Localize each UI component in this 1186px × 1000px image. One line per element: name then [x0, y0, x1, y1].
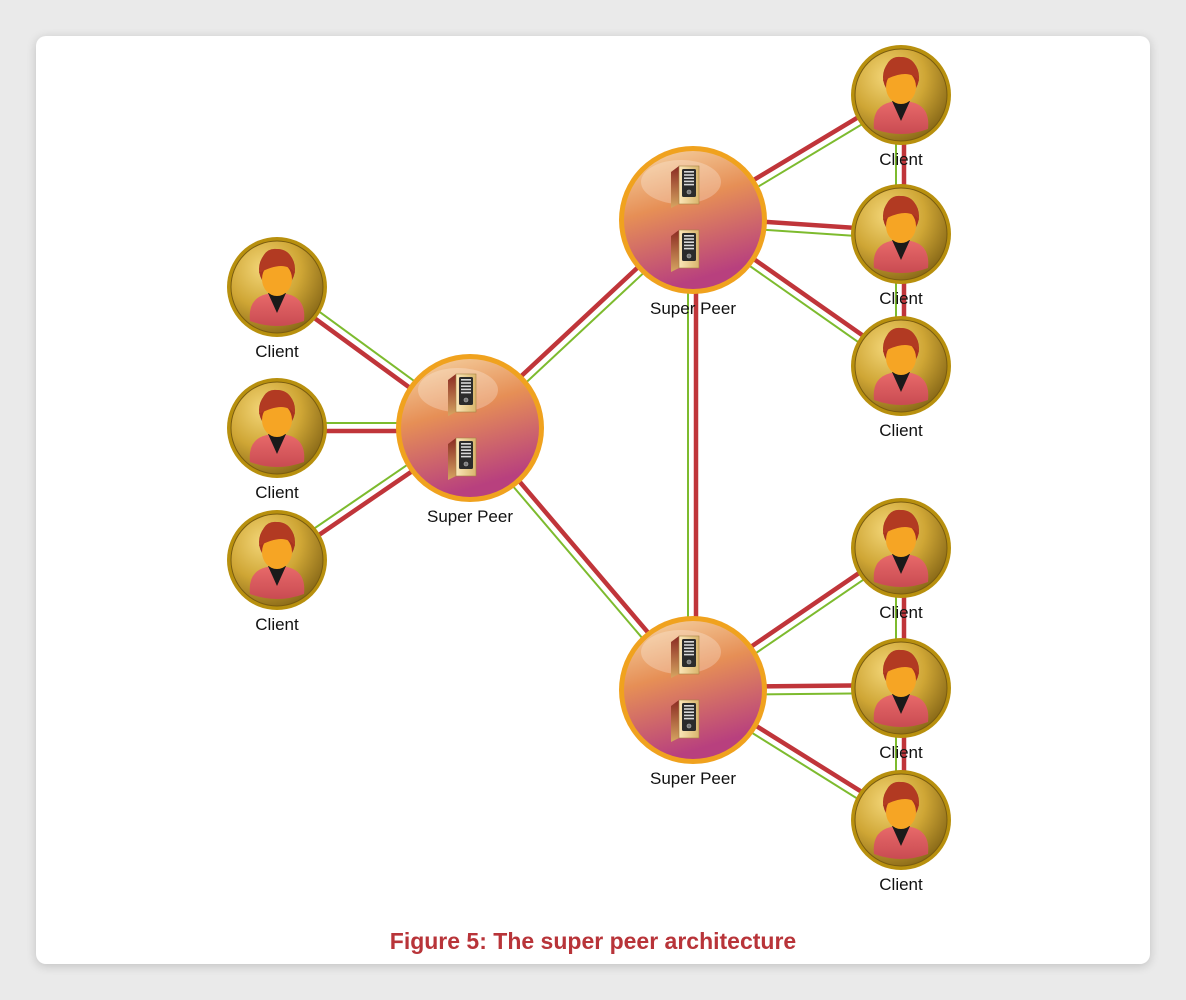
super-peer-node: Super Peer: [619, 616, 767, 788]
figure-card: [36, 36, 1150, 964]
client-node: Client: [851, 184, 951, 308]
client-label: Client: [879, 421, 923, 440]
client-label: Client: [879, 875, 923, 894]
nodes-layer: ClientClientClientClientClientClientClie…: [227, 45, 951, 894]
client-node: Client: [227, 378, 327, 502]
link-sp-top-sp-bottom: [687, 217, 699, 693]
client-label: Client: [255, 615, 299, 634]
client-node: Client: [851, 316, 951, 440]
client-node: Client: [851, 770, 951, 894]
super-peer-label: Super Peer: [650, 769, 736, 788]
super-peer-diagram: ClientClientClientClientClientClientClie…: [227, 45, 951, 894]
server-icon: [448, 373, 477, 480]
server-icon: [671, 165, 700, 272]
user-icon: [873, 649, 929, 727]
user-icon: [873, 327, 929, 405]
user-icon: [873, 509, 929, 587]
client-label: Client: [879, 150, 923, 169]
client-node: Client: [851, 45, 951, 169]
user-icon: [873, 195, 929, 273]
user-icon: [873, 56, 929, 134]
super-peer-label: Super Peer: [650, 299, 736, 318]
client-label: Client: [879, 743, 923, 762]
server-icon: [671, 635, 700, 742]
client-label: Client: [255, 483, 299, 502]
client-label: Client: [879, 289, 923, 308]
client-label: Client: [255, 342, 299, 361]
super-peer-node: Super Peer: [396, 354, 544, 526]
super-peer-label: Super Peer: [427, 507, 513, 526]
super-peer-node: Super Peer: [619, 146, 767, 318]
client-node: Client: [227, 510, 327, 634]
client-node: Client: [851, 638, 951, 762]
figure-caption: Figure 5: The super peer architecture: [389, 928, 797, 954]
user-icon: [873, 781, 929, 859]
user-icon: [249, 248, 305, 326]
client-node: Client: [227, 237, 327, 361]
client-label: Client: [879, 603, 923, 622]
user-icon: [249, 389, 305, 467]
client-node: Client: [851, 498, 951, 622]
connection-links: [272, 90, 907, 826]
user-icon: [249, 521, 305, 599]
